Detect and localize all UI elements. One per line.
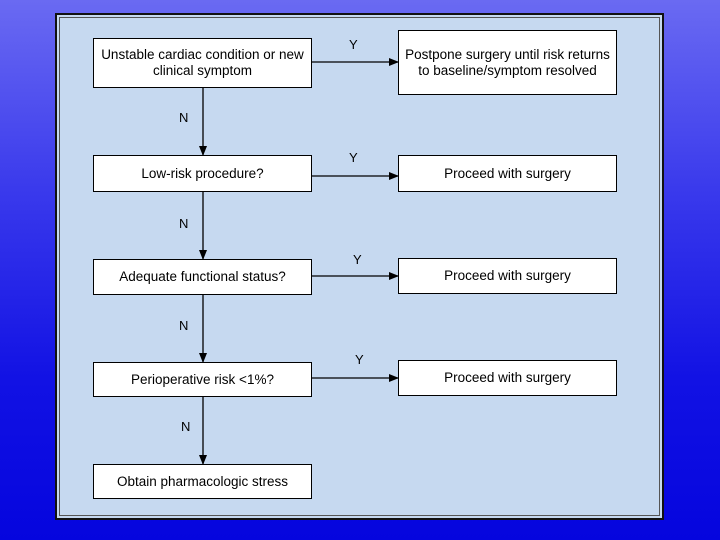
outcome-node-postpone-surgery: Postpone surgery until risk returns to b…: [398, 30, 617, 95]
panel-inner-border: [59, 17, 660, 516]
outcome-node-proceed-surgery-2: Proceed with surgery: [398, 258, 617, 294]
decision-node-unstable-cardiac: Unstable cardiac condition or new clinic…: [93, 38, 312, 88]
edge-label-no-3: N: [179, 318, 188, 333]
edge-label-no-4: N: [181, 419, 190, 434]
decision-node-low-risk-procedure: Low-risk procedure?: [93, 155, 312, 192]
edge-label-yes-2: Y: [349, 150, 358, 165]
edge-label-yes-1: Y: [349, 37, 358, 52]
final-node-pharmacologic-stress: Obtain pharmacologic stress: [93, 464, 312, 499]
decision-node-perioperative-risk: Perioperative risk <1%?: [93, 362, 312, 397]
outcome-node-proceed-surgery-1: Proceed with surgery: [398, 155, 617, 192]
edge-label-no-2: N: [179, 216, 188, 231]
edge-label-no-1: N: [179, 110, 188, 125]
edge-label-yes-3: Y: [353, 252, 362, 267]
edge-label-yes-4: Y: [355, 352, 364, 367]
decision-node-functional-status: Adequate functional status?: [93, 259, 312, 295]
outcome-node-proceed-surgery-3: Proceed with surgery: [398, 360, 617, 396]
